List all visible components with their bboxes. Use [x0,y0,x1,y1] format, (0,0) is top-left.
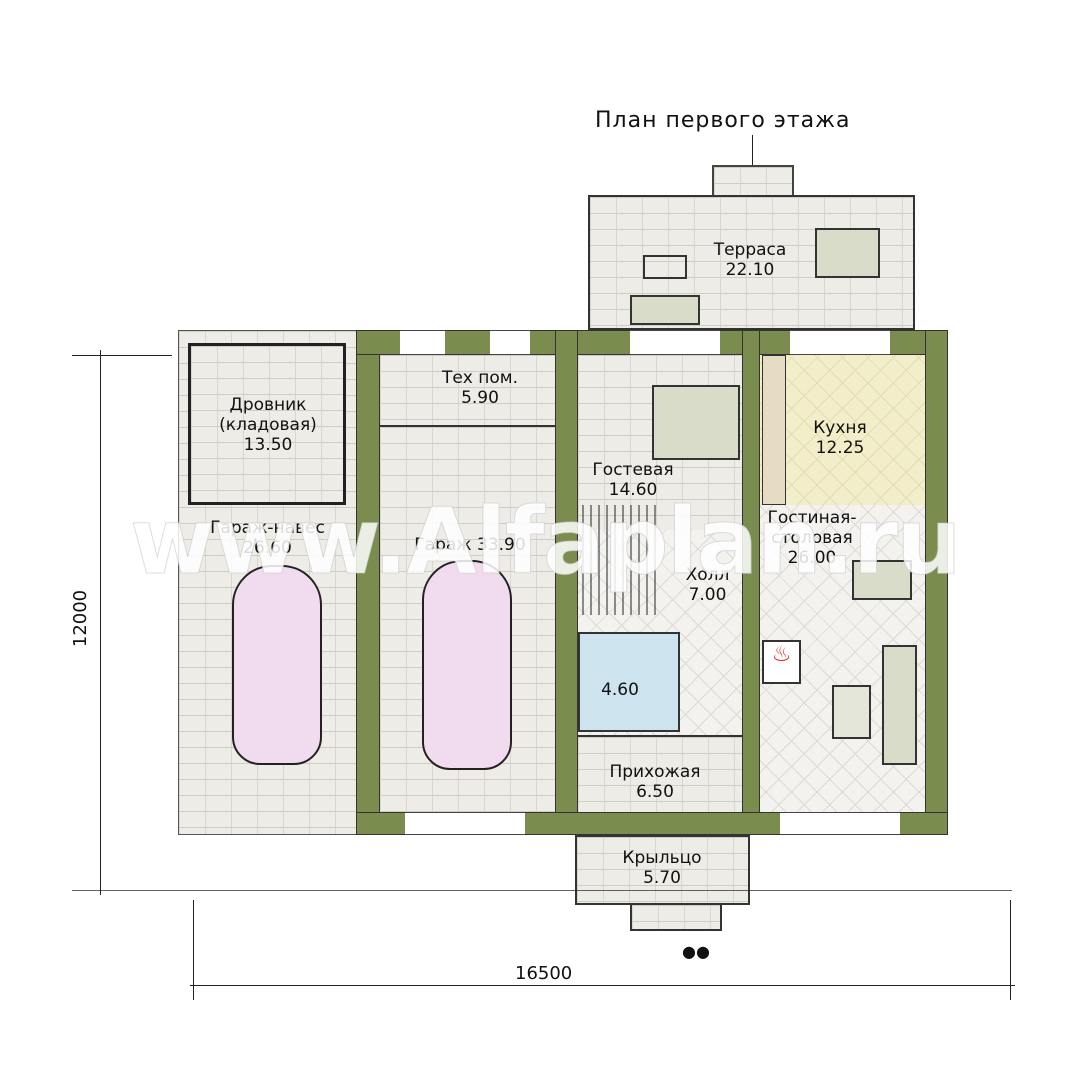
woodshed-name: Дровник [229,395,307,415]
bath-area: 4.60 [601,680,639,700]
canopy-name: Гараж-навес [210,518,325,538]
height-dimension-label: 12000 [70,589,92,648]
wall [356,330,380,835]
entry-name: Прихожая [609,762,701,782]
tech-room [380,355,555,425]
kitchen [760,355,925,505]
hall-area: 7.00 [688,585,727,605]
tv-icon [643,255,687,279]
coffee-table-icon [832,685,871,739]
width-dimension-line [190,985,1015,986]
porch-area: 5.70 [643,868,681,888]
car-icon [422,560,512,770]
stairs-icon [582,505,662,615]
entry [578,735,742,812]
guest-name: Гостевая [592,460,674,480]
height-dimension-line [100,350,101,895]
dining-table-icon [852,560,912,600]
sofa-icon [882,645,917,765]
terrace-steps [712,165,794,201]
watermark: www.Alfaplan.ru [130,488,963,596]
sofa-icon [630,295,700,325]
hall-name: Холл [685,565,730,585]
car-icon [232,565,322,765]
bathroom [578,632,680,732]
tech-area: 5.90 [461,388,499,408]
kitchen-area: 12.25 [815,438,865,458]
window [490,330,530,355]
bed-icon [652,385,740,460]
living-name: Гостиная- [767,508,857,528]
canopy-area: 26.60 [243,538,292,558]
ventilation-shaft [762,355,786,505]
dining-table-icon [815,228,880,278]
porch-steps [630,903,722,931]
terrace-name: Терраса [713,240,787,260]
guest-area: 14.60 [608,480,658,500]
entry-area: 6.50 [636,782,674,802]
fireplace-icon: ♨ [762,640,801,684]
window [630,330,720,355]
porch-name: Крыльцо [622,848,702,868]
window [780,812,900,835]
window [400,330,445,355]
window [790,330,890,355]
woodshed-sub: (кладовая) [219,415,317,435]
terrace-area: 22.10 [725,260,775,280]
woodshed [188,343,346,505]
kitchen-name: Кухня [813,418,867,438]
plan-title: План первого этажа [595,108,851,133]
width-dimension-label: 16500 [515,963,573,984]
garage-gate [405,812,525,835]
living-area: 26.00 [787,548,837,568]
tech-name: Тех пом. [441,368,519,388]
footprints-icon: ●● [682,942,710,961]
woodshed-area: 13.50 [243,435,293,455]
living-name2: столовая [771,528,853,548]
garage-name: Гараж [414,535,472,555]
garage-area: 33.90 [477,535,526,555]
